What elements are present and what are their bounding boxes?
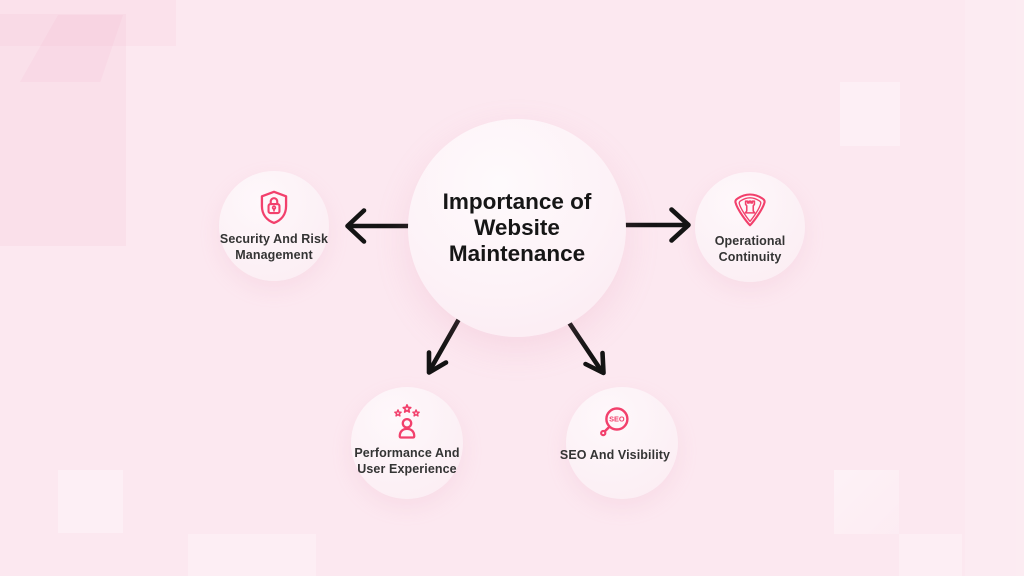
- node-performance-and-user-experience: Performance And User Experience: [327, 400, 487, 477]
- node-circle-security: [219, 171, 329, 281]
- node-circle-seo: [566, 387, 678, 499]
- seo-icon-text: SEO: [609, 415, 625, 424]
- node-label-operational: Operational Continuity: [714, 234, 786, 264]
- title-line: Importance of: [442, 189, 592, 214]
- node-seo-and-visibility: SEO SEO And Visibility: [535, 402, 695, 464]
- arrow-down-left: [426, 316, 462, 375]
- seo-magnifier-icon: SEO: [594, 402, 636, 444]
- node-label-security: Security And Risk Management: [219, 232, 329, 262]
- arrow-right: [615, 207, 691, 243]
- central-topic-circle: Importance of Website Maintenance: [408, 119, 626, 337]
- title-line: Website: [474, 215, 560, 240]
- node-circle-operational: [695, 172, 805, 282]
- shield-lock-icon: [253, 186, 295, 228]
- node-security-and-risk-management: Security And Risk Management: [194, 186, 354, 263]
- user-stars-icon: [386, 400, 428, 442]
- rook-badge-icon: [729, 188, 771, 230]
- node-label-seo: SEO And Visibility: [559, 448, 671, 462]
- central-topic-title: Importance of Website Maintenance: [443, 189, 592, 267]
- node-operational-continuity: Operational Continuity: [670, 188, 830, 265]
- node-label-performance: Performance And User Experience: [354, 446, 460, 476]
- title-line: Maintenance: [448, 241, 586, 266]
- arrow-left: [345, 208, 411, 244]
- arrow-down-right: [563, 315, 606, 376]
